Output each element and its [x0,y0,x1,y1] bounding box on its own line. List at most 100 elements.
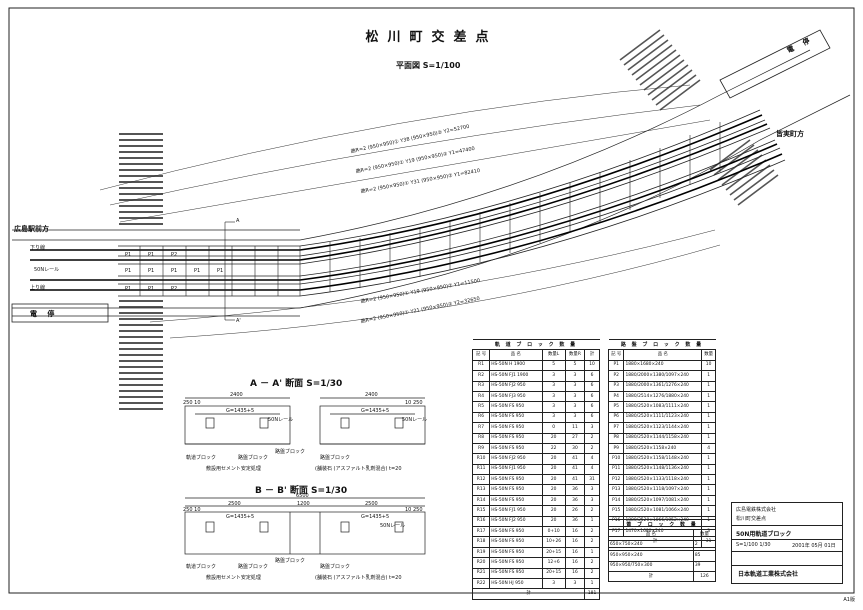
rail-block-table-cell: HS-50N FS 950 [489,474,543,486]
rail-block-table-cell: 3 [564,577,586,590]
rail-block-table-cell: HS-50N FJ2 950 [489,515,543,528]
road-block-table-cell: 1 [701,370,716,382]
rail-block-table-cell: 41 [564,463,586,476]
rail-block-table-cell: R2 [471,370,491,382]
rail-block-table-cell: HS-50N FS 950 [489,484,543,496]
rail-block-table-cell: 36 [564,494,586,507]
section-bb-dim-total: 6500 [296,493,309,499]
road-block-table-cell: P14 [607,494,625,507]
road-block-table-caption: 路 盤 ブ ロ ッ ク 数 量 [608,338,716,351]
title-block-client2: 松川町交差点 [736,516,767,522]
road-block-table-cell: P12 [607,474,625,486]
road-block-table-header: 品 名 [623,349,703,361]
rail-block-table-cell: 6 [584,401,600,413]
lid-block-table-cell: 950×950×240 [608,550,694,562]
rail-block-table-cell: 20 [541,515,566,528]
road-block-table-cell: 1880/2520×1081/1066×240 [623,505,703,517]
section-marks [224,221,235,321]
lid-block-table-caption: 蓋 ブ ロ ッ ク 数 量 [608,518,716,531]
label-rail50n: 50Nレール [34,267,60,273]
rail-block-table-total-value: 181 [584,588,600,600]
section-bb-gauge2: G=1435+5 [361,514,390,520]
rail-block-table-cell: HS-50N HJ 950 [489,577,543,590]
rail-block-table-cell: 36 [564,484,586,496]
title-block-date: 2001年 05月 01日 [792,543,836,549]
title-block-scale: S=1/100 1/30 [736,542,771,548]
rail-block-table-cell: HS-50N FJ1 950 [489,505,543,517]
lid-block-table-total-value: 126 [692,570,717,583]
road-block-table-cell: 1 [701,422,716,434]
rail-block-table-cell: HS-50N FS 950 [489,442,543,455]
rail-block-table-cell: 3 [584,484,600,496]
rail-block-table-cell: 20 [541,432,566,444]
rail-block-table-cell: 36 [564,515,586,528]
block-label: P1 [125,268,132,274]
road-block-table-cell: 1880/2520×1158×240 [623,442,703,455]
section-bb-note: 路盤ブロック [275,558,306,564]
lid-block-table-caption-row: 蓋 ブ ロ ッ ク 数 量 [608,518,716,531]
rail-block-table-cell: 3 [564,390,586,403]
section-bb-rail: 50Nレール [380,523,406,529]
section-aa-rail: 50Nレール [268,417,294,423]
rail-block-table-header: 計 [584,349,600,361]
section-aa-note: 路盤ブロック [238,455,269,461]
rail-block-table-cell: 3 [564,411,586,424]
road-block-table-cell: 1 [701,390,716,403]
road-block-table-cell: 1 [701,474,716,486]
section-aa-gauge: G=1435+5 [226,408,255,414]
rail-block-table-cell: HS-50N FS 950 [489,557,543,569]
rail-block-table-cell: 2 [584,442,600,455]
sheet-size-label: A1版 [843,597,855,603]
section-bb-note: 路盤ブロック [238,564,269,570]
title-block: 広島電鉄株式会社 松川町交差点 50N用軌道ブロック S=1/100 1/30 … [731,502,843,584]
block-label: P1 [148,268,155,274]
rail-block-table-cell: R16 [471,515,491,528]
stop-platform-right [719,29,831,99]
road-block-table-cell: P3 [607,380,625,392]
rail-block-table-cell: 4 [584,463,600,476]
section-bb-note: (舗装石 (アスファルト乳剤混合) t=20 [315,575,402,581]
rail-block-table-cell: R18 [471,536,491,548]
rail-block-table-cell: R11 [471,463,491,476]
rail-block-table-cell: R19 [471,546,491,559]
crosswalk-right-top [619,29,701,111]
rail-block-table-cell: R4 [471,390,491,403]
road-block-table-cell: 1 [701,401,716,413]
section-aa-drawing [184,397,426,445]
section-aa-right-edge: 10 250 [405,400,423,406]
section-bb-dim-a: 2500 [228,501,241,507]
rail-block-table-cell: 1 [584,515,600,528]
section-bb-gauge: G=1435+5 [226,514,255,520]
road-block-table-cell: 1880/2520×1158/1148×240 [623,453,703,465]
road-block-table-cell: 1 [701,494,716,507]
rail-block-table-cell: HS-50N FS 950 [489,401,543,413]
road-block-table-cell: P11 [607,463,625,476]
rail-block-table-cell: 3 [584,494,600,507]
block-label: P2 [171,252,178,258]
rail-block-table-cell: R15 [471,505,491,517]
road-block-table-cell: 1 [701,380,716,392]
rail-block-table-cell: 16 [564,546,586,559]
rail-block-table-cell: HS-50N FS 950 [489,494,543,507]
road-block-table-cell: P5 [607,401,625,413]
rail-block-table-cell: 3 [541,380,566,392]
road-block-table-cell: 1880/2520×1133/1118×240 [623,474,703,486]
rail-block-table-cell: 1 [584,546,600,559]
rail-block-table-cell: 16 [564,526,586,538]
rail-block-table-cell: 6 [584,390,600,403]
rail-block-table-cell: 22 [541,442,566,455]
block-label: P1 [148,286,155,292]
